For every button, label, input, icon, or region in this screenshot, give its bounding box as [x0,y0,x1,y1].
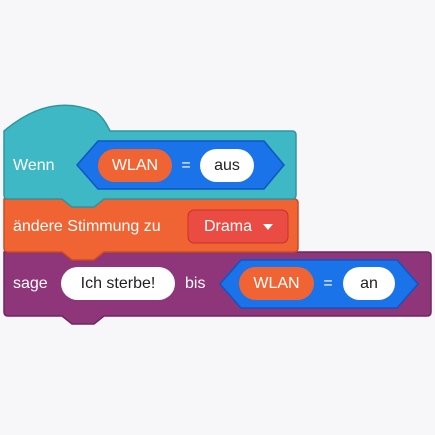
mood-dropdown[interactable] [187,209,289,244]
when-value-pill[interactable] [200,149,254,182]
say-variable-text: WLAN [253,275,300,292]
say-message-pill[interactable] [61,267,175,300]
mood-label: ändere Stimmung zu [13,218,161,235]
say-value-text: an [360,275,378,292]
say-message-text: Ich sterbe! [80,275,156,292]
mood-dropdown-text: Drama [203,218,252,235]
when-variable-pill[interactable] [98,149,172,182]
say-variable-pill[interactable] [239,267,314,300]
until-label: bis [185,275,206,292]
chevron-down-icon[interactable] [263,224,273,230]
when-value-text: aus [214,157,240,174]
when-variable-text: WLAN [111,157,159,174]
say-value-pill[interactable] [343,267,395,300]
when-label: Wenn [13,157,55,174]
say-operator: = [323,275,333,292]
when-operator: = [181,157,191,174]
say-label: sage [13,275,48,292]
